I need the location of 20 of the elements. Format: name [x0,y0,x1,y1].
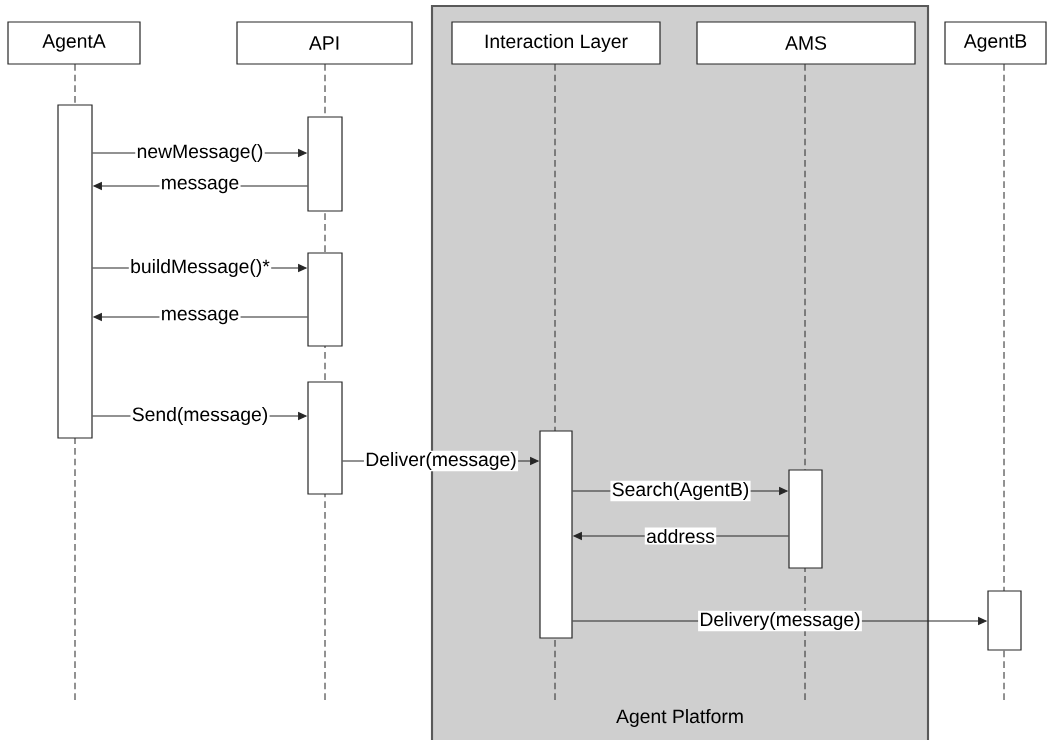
lifeline-header: AMS [696,21,916,65]
lifeline-header: Interaction Layer [451,21,661,65]
edge-label: Deliver(message) [363,450,519,472]
edge-label: Search(AgentB) [610,480,751,502]
edge-label: Send(message) [130,405,270,427]
activation-bar [307,252,343,347]
activation-bar [57,104,93,439]
lifeline-header: AgentA [7,21,141,65]
edge-label: message [159,308,241,326]
edge-label: newMessage() [135,142,265,164]
activation-bar [539,430,573,639]
edge-label: Delivery(message) [698,610,862,632]
activation-bar [788,469,823,569]
edge-label: buildMessage()* [128,257,272,279]
activation-bar [307,116,343,212]
lifeline-header: API [236,21,413,65]
activation-bar [307,381,343,495]
lifeline-header: AgentB [944,21,1047,65]
edge-label: message [159,177,241,195]
activation-bar [987,590,1022,651]
